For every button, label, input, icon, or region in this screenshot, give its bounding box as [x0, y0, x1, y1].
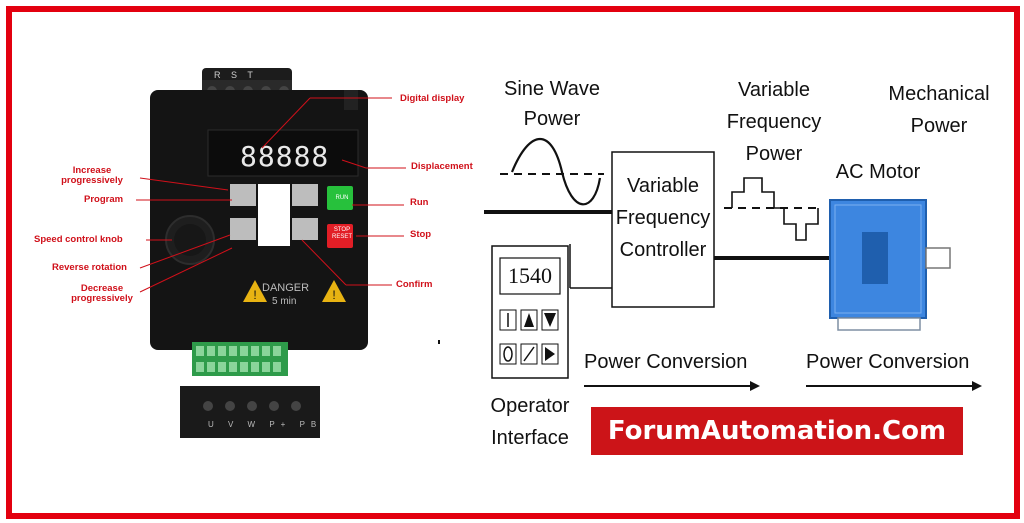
callout-increase: Increase progressively [52, 166, 132, 186]
label-controller: Variable Frequency Controller [612, 170, 714, 266]
label-operator-interface: Operator Interface [480, 390, 580, 454]
label-mechanical-power: Mechanical Power [884, 78, 994, 142]
label-controller-line1: Variable [627, 175, 699, 197]
callout-increase-line2: progressively [61, 175, 123, 186]
brand-badge: ForumAutomation.Com [591, 407, 963, 455]
label-operator-line2: Interface [491, 427, 569, 449]
stop-reset-button: STOP RESET [331, 227, 352, 240]
svg-text:!: ! [253, 288, 256, 302]
vfd-device-image: ! ! [150, 68, 368, 438]
callout-digital-display: Digital display [400, 93, 465, 104]
label-sine-wave-power: Sine Wave Power [500, 74, 604, 134]
label-ac-motor: AC Motor [835, 161, 921, 183]
top-terminal-labels: R S T [214, 70, 257, 80]
run-button: RUN [335, 195, 349, 201]
callout-decrease-line1: Decrease [80, 283, 124, 294]
label-sine-wave-power-line1: Sine Wave [504, 78, 600, 100]
callout-decrease: Decrease progressively [62, 284, 142, 304]
label-power-conversion-2: Power Conversion [806, 351, 970, 373]
label-controller-line3: Controller [619, 239, 707, 261]
label-variable-frequency-power: Variable Frequency Power [722, 74, 826, 170]
label-mech-power-line2: Power [910, 115, 968, 137]
danger-text: DANGER [262, 282, 310, 294]
danger-subtext: 5 min [272, 296, 297, 307]
outer-red-frame [6, 6, 1020, 519]
callout-displacement: Displacement [411, 161, 473, 172]
callout-decrease-line2: progressively [71, 293, 133, 304]
callout-reverse-rotation: Reverse rotation [52, 262, 127, 273]
operator-display-value: 1540 [508, 263, 552, 288]
label-controller-line2: Frequency [615, 207, 711, 229]
label-vf-power-line1: Variable [738, 79, 810, 101]
label-operator-line1: Operator [490, 395, 570, 417]
label-sine-wave-power-line2: Power [523, 108, 581, 130]
svg-text:!: ! [332, 288, 335, 302]
callout-confirm: Confirm [396, 279, 433, 290]
callout-program: Program [84, 194, 124, 205]
label-mech-power-line1: Mechanical [888, 83, 990, 105]
callout-increase-line1: Increase [72, 165, 112, 176]
label-vf-power-line3: Power [745, 143, 803, 165]
callout-speed-knob: Speed control knob [34, 234, 123, 245]
label-vf-power-line2: Frequency [726, 111, 822, 133]
callout-stop: Stop [410, 229, 432, 240]
bottom-terminal-labels: U V W P+ PB [208, 420, 323, 429]
digital-display-value: 88888 [240, 140, 330, 173]
callout-run: Run [410, 197, 429, 208]
label-power-conversion-1: Power Conversion [584, 351, 748, 373]
